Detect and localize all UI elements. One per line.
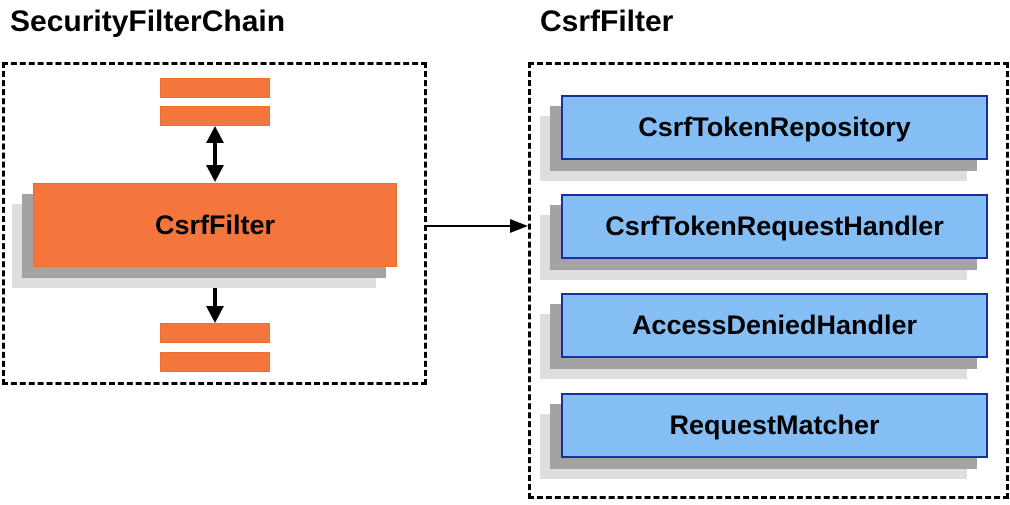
filter-bar bbox=[160, 352, 270, 372]
csrf-filter-box-label: CsrfFilter bbox=[154, 209, 276, 240]
filter-bar bbox=[160, 106, 270, 126]
filter-bar bbox=[160, 323, 270, 343]
security-filter-chain-container bbox=[2, 62, 427, 385]
double-arrow-icon bbox=[206, 267, 224, 323]
csrf-filter-title: CsrfFilter bbox=[540, 5, 674, 38]
component-label: CsrfTokenRepository bbox=[638, 112, 911, 142]
csrf-filter-box: CsrfFilter bbox=[33, 183, 397, 267]
filter-bar bbox=[160, 78, 270, 98]
component-box-access-denied-handler: AccessDeniedHandler bbox=[561, 293, 988, 358]
component-box-csrf-token-request-handler: CsrfTokenRequestHandler bbox=[561, 194, 988, 259]
flow-arrow-icon bbox=[427, 219, 528, 233]
component-label: CsrfTokenRequestHandler bbox=[605, 211, 944, 241]
double-arrow-icon bbox=[206, 126, 224, 182]
component-box-request-matcher: RequestMatcher bbox=[561, 393, 988, 458]
csrf-filter-container bbox=[528, 62, 1009, 499]
security-filter-chain-title: SecurityFilterChain bbox=[10, 5, 286, 38]
component-box-csrf-token-repository: CsrfTokenRepository bbox=[561, 95, 988, 160]
component-label: AccessDeniedHandler bbox=[631, 310, 918, 340]
component-label: RequestMatcher bbox=[669, 410, 880, 440]
